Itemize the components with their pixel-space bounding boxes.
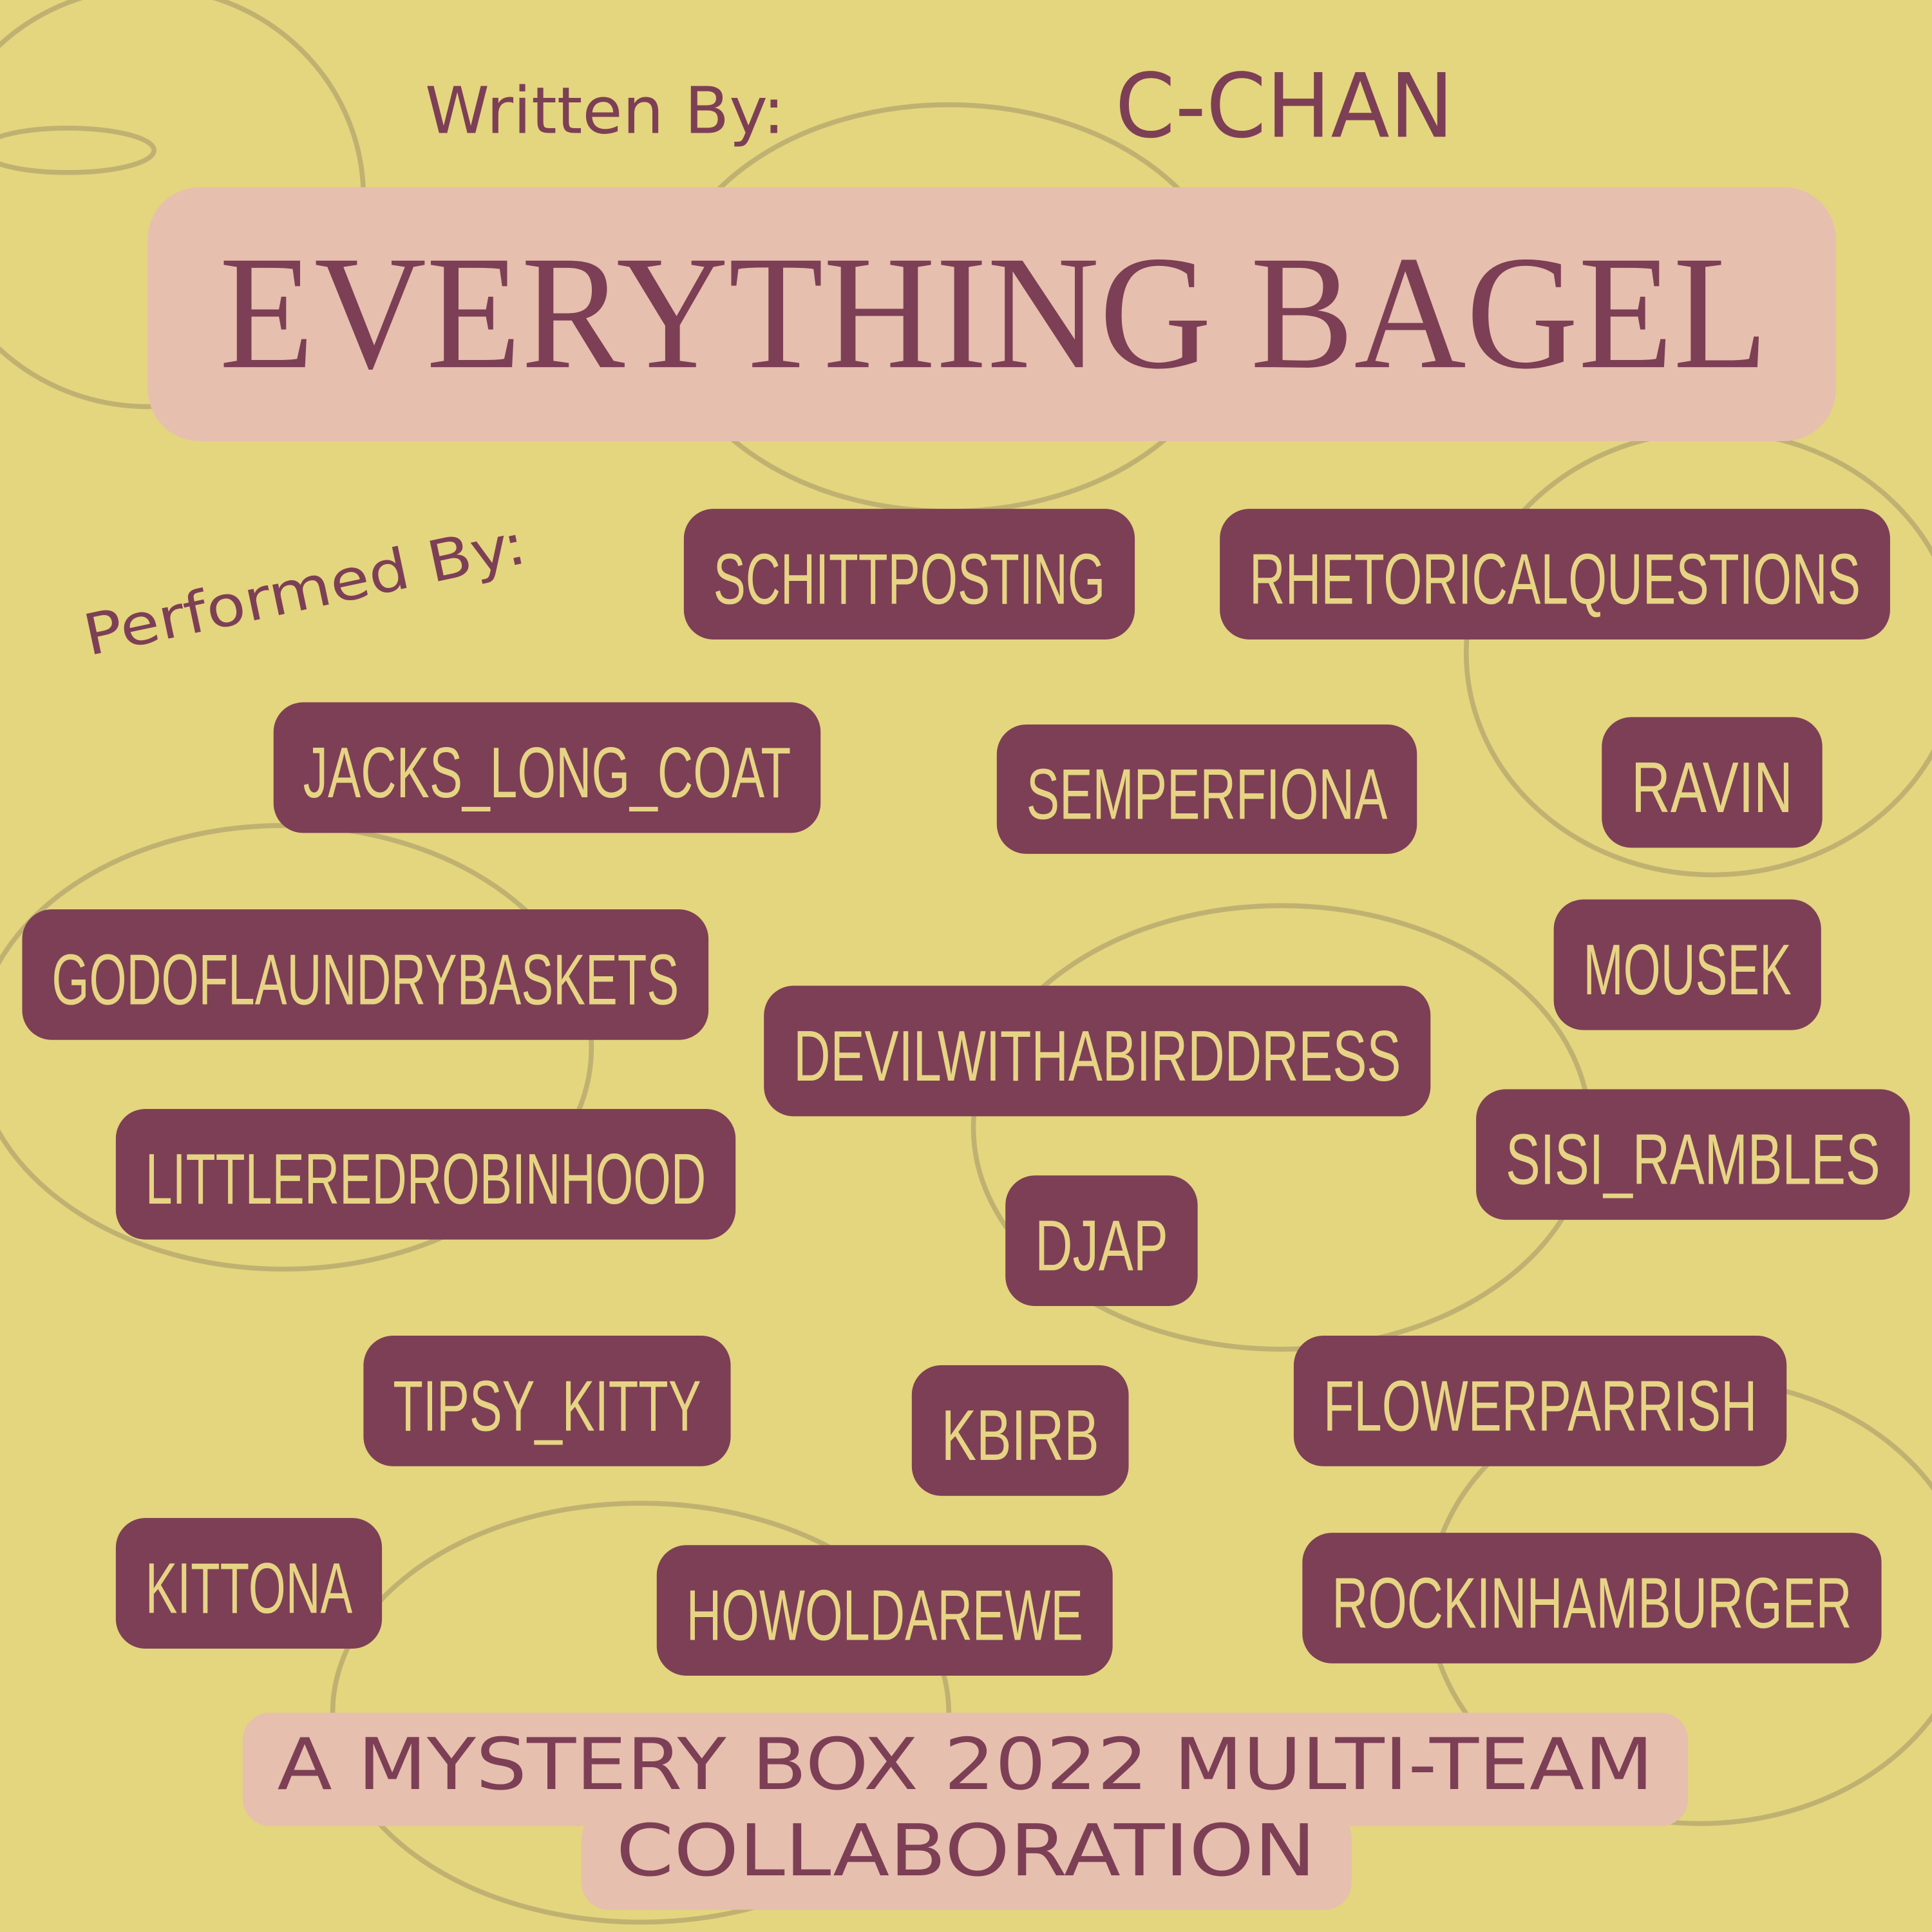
performer-tag-background — [683, 509, 1135, 639]
performer-tag: SISI_RAMBLES — [1476, 1089, 1910, 1220]
performer-tag-background — [115, 1108, 736, 1240]
performer-name: JACKS_LONG_COAT — [303, 733, 791, 813]
performer-tag-background — [1476, 1089, 1910, 1220]
performer-tag: KBIRB — [911, 1365, 1129, 1496]
performer-name: GODOFLAUNDRYBASKETS — [52, 940, 679, 1019]
performer-name: SISI_RAMBLES — [1506, 1120, 1880, 1200]
footer-line-1: A MYSTERY BOX 2022 MULTI-TEAM — [277, 1723, 1653, 1806]
performer-tag-background — [1602, 717, 1823, 848]
performer-tag: KITTONA — [115, 1518, 383, 1649]
performer-name: KBIRB — [942, 1396, 1099, 1475]
performer-tag-background — [1293, 1335, 1787, 1466]
performer-name: RAVIN — [1631, 748, 1793, 828]
page-title: EVERYTHING BAGEL — [220, 222, 1768, 402]
footer-banner-2 — [582, 1811, 1352, 1910]
performer-name: RHETORICALQUESTIONS — [1249, 539, 1861, 619]
performer-name: DEVILWITHABIRDDRESS — [793, 1016, 1401, 1096]
performer-tag-background — [764, 985, 1431, 1117]
performer-tag: SEMPERFIONA — [996, 724, 1417, 854]
performer-tag: LITTLEREDROBINHOOD — [115, 1108, 736, 1240]
performer-name: ROCKINHAMBURGER — [1332, 1563, 1852, 1643]
performer-tag: ROCKINHAMBURGER — [1302, 1533, 1882, 1663]
performer-tag-background — [656, 1545, 1113, 1676]
performer-tag: DJAP — [1005, 1175, 1198, 1307]
performer-tag-background — [911, 1365, 1129, 1496]
performer-tag-background — [1220, 509, 1890, 639]
performer-tag-background — [1302, 1533, 1882, 1663]
footer-line-2: COLLABORATION — [616, 1810, 1316, 1893]
performer-tag: TIPSY_KITTY — [363, 1335, 731, 1466]
footer-banner-1 — [242, 1712, 1689, 1826]
written-by-label: Written By: — [425, 75, 785, 149]
performer-name: LITTLEREDROBINHOOD — [146, 1139, 706, 1219]
performer-tag-background — [115, 1518, 383, 1649]
performer-tag: JACKS_LONG_COAT — [273, 702, 821, 833]
performer-tag-background — [1005, 1175, 1198, 1307]
author-name: C-CHAN — [1115, 55, 1454, 158]
performer-name: TIPSY_KITTY — [393, 1366, 701, 1446]
performer-tag-background — [363, 1335, 731, 1466]
performer-tag: SCHITTPOSTING — [683, 509, 1135, 639]
performer-tag-background — [273, 702, 821, 833]
performer-tag-background — [1553, 899, 1821, 1030]
performer-name: SCHITTPOSTING — [714, 539, 1105, 619]
performer-tag: FLOWERPARRISH — [1293, 1335, 1787, 1466]
performer-tag: GODOFLAUNDRYBASKETS — [22, 909, 709, 1040]
performer-tag: MOUSEK — [1553, 899, 1821, 1030]
performer-tag: RAVIN — [1602, 717, 1823, 848]
performer-tag-background — [22, 909, 709, 1040]
performer-list: SCHITTPOSTING RHETORICALQUESTIONS JACKS_LO… — [22, 509, 1910, 1676]
title-banner — [147, 187, 1836, 441]
performer-name: FLOWERPARRISH — [1323, 1366, 1757, 1446]
performer-name: DJAP — [1035, 1206, 1168, 1286]
performer-name: MOUSEK — [1584, 930, 1792, 1010]
performer-tag: HOWOLDAREWE — [656, 1545, 1113, 1676]
performer-tag: RHETORICALQUESTIONS — [1220, 509, 1890, 639]
performer-name: SEMPERFIONA — [1027, 754, 1388, 834]
performer-name: HOWOLDAREWE — [687, 1576, 1083, 1656]
performer-name: KITTONA — [146, 1548, 352, 1628]
performer-tag: DEVILWITHABIRDDRESS — [764, 985, 1431, 1117]
performer-tag-background — [996, 724, 1417, 854]
